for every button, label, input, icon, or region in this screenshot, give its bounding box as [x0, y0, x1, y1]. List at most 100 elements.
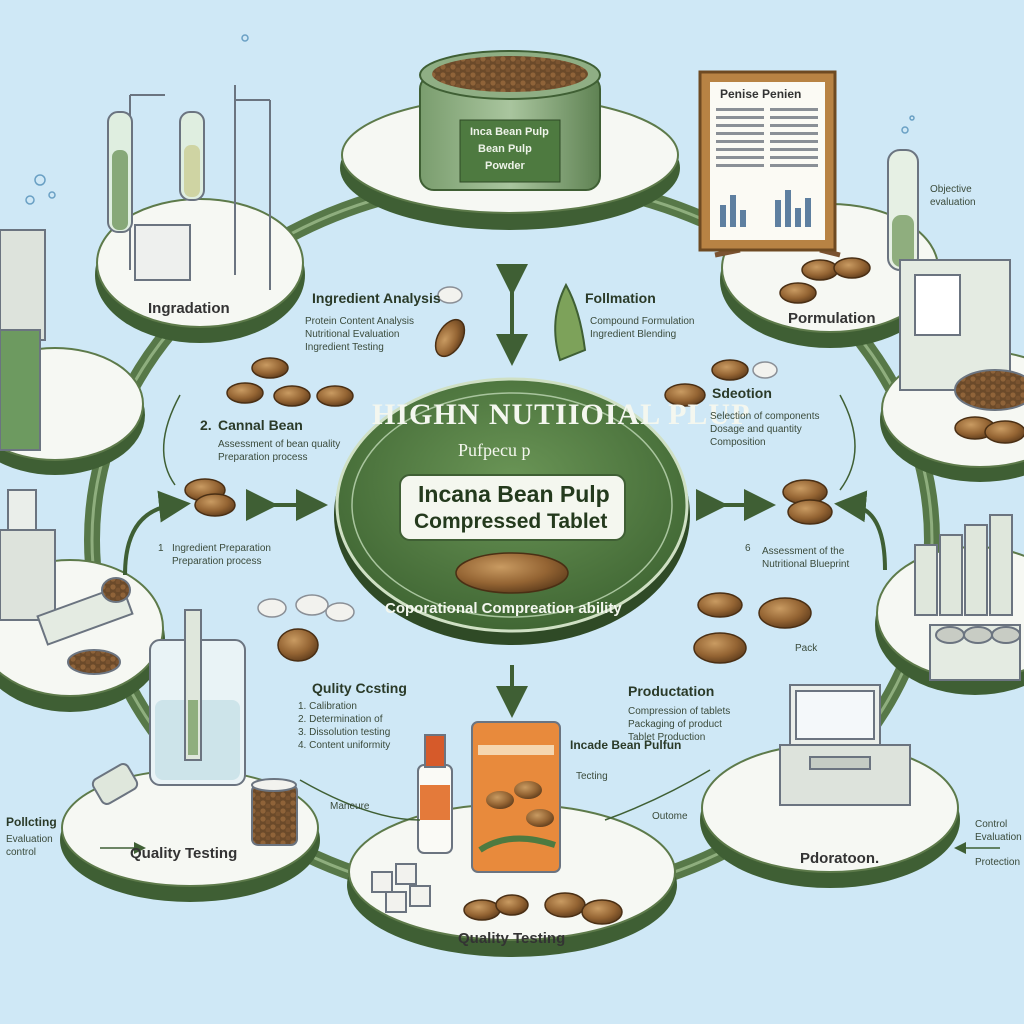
section-title-canned: Cannal Bean [218, 417, 303, 433]
section-number-canned: 2. [200, 417, 212, 433]
tablet [273, 385, 311, 407]
product-subtitle: Tecting [576, 771, 608, 782]
section-note: Assessment of the [762, 546, 845, 557]
section-note: Assessment of bean quality [218, 439, 341, 450]
stage-label-bottom-left: Quality Testing [130, 845, 238, 862]
section-note: 4. Content uniformity [298, 740, 391, 751]
tablets [184, 257, 1024, 925]
tablet [251, 357, 289, 379]
flow-arrows [100, 264, 1000, 854]
tablet [697, 592, 743, 618]
arrow-label-right: Outome [652, 811, 688, 822]
report-poster [698, 70, 841, 258]
jar-label-line1: Inca Bean Pulp [470, 126, 549, 138]
center-curve-label: Coporational Compreation ability [385, 600, 622, 617]
stage-label-bottom-right: Pdoratoon. [800, 850, 880, 867]
center-title-line1: Incana Bean Pulp [418, 481, 610, 507]
section-note: Nutritional Evaluation [305, 329, 400, 340]
section-title-formulation: Follmation [585, 290, 656, 306]
far-right-note: Control [975, 819, 1008, 830]
tablet [581, 899, 623, 925]
lab-apparatus [107, 85, 271, 290]
tablet [984, 420, 1024, 444]
bubbles [25, 34, 915, 205]
jar-label-line2: Bean Pulp [478, 143, 532, 155]
dissolution-tank [91, 609, 246, 805]
center-disc [334, 377, 690, 645]
section-note: Packaging of product [628, 719, 722, 730]
glass-cylinder [887, 149, 919, 271]
tablet [277, 628, 319, 662]
section-note: Protein Content Analysis [305, 316, 414, 327]
section-note: Ingredient Preparation [172, 543, 271, 554]
center-header: HIGHN NUTIIOIAL PLUP [372, 398, 751, 431]
section-number-left: 1 [158, 543, 164, 554]
section-title-production: Productation [628, 683, 715, 699]
section-note: Compression of tablets [628, 706, 731, 717]
section-title-quality: Qulity Ccsting [312, 680, 407, 696]
center-subheader: Pufpecu p [458, 440, 531, 460]
center-title-line2: Compressed Tablet [414, 510, 608, 533]
pack-label: Pack [795, 643, 818, 654]
section-note: Preparation process [172, 556, 262, 567]
section-note: Tablet Production [628, 732, 706, 743]
far-right-note: Evaluation [975, 832, 1022, 843]
tablet [316, 385, 354, 407]
section-title-selection: Sdeotion [712, 385, 772, 401]
tablet [544, 892, 586, 918]
product-title: Incade Bean Pulfun [570, 738, 682, 752]
section-number-right: 6 [745, 543, 751, 554]
tablet [463, 899, 501, 921]
chamber-label: Objective [930, 184, 972, 195]
tablet [664, 383, 706, 407]
section-note: Nutritional Blueprint [762, 559, 850, 570]
section-note: Preparation process [218, 452, 308, 463]
computer-workstation [779, 684, 911, 806]
far-right-note: Protection [975, 857, 1021, 868]
product-bottle [417, 734, 453, 854]
poster-title: Penise Penien [720, 87, 802, 101]
sugar-cubes [371, 863, 431, 913]
product-pouch [471, 721, 561, 873]
tablet [779, 282, 817, 304]
section-note: 3. Dissolution testing [298, 727, 391, 738]
tablet [758, 597, 812, 629]
tablet [787, 499, 833, 525]
stage-label-top-left: Ingradation [148, 300, 230, 317]
section-note: Selection of components [710, 411, 820, 422]
section-note: Compound Formulation [590, 316, 695, 327]
pea-pod-icon [554, 282, 587, 362]
bean-bowl [67, 577, 131, 675]
section-note: Ingredient Testing [305, 342, 384, 353]
white-tablets [257, 286, 778, 622]
tablet [194, 493, 236, 517]
tablet [495, 894, 529, 916]
jar-label-line3: Powder [485, 160, 525, 172]
vials-rack [914, 514, 1013, 616]
arrow-label-left: Maneure [330, 801, 370, 812]
pulp-jar [419, 50, 601, 191]
section-note: Ingredient Blending [590, 329, 677, 340]
stage-label-bottom-center: Quality Testing [458, 930, 566, 947]
section-note: Composition [710, 437, 766, 448]
section-note: Dosage and quantity [710, 424, 802, 435]
tablet [434, 318, 466, 358]
center-tablet [455, 552, 569, 594]
tablet [833, 257, 871, 279]
tablet [711, 359, 749, 381]
tablet-tray [929, 624, 1021, 681]
lab-machine-left [0, 229, 46, 451]
stage-label-top-right: Pormulation [788, 310, 876, 327]
far-left-title: Pollcting [6, 815, 57, 829]
tablet [226, 382, 264, 404]
bean-container [251, 778, 298, 846]
section-note: 1. Calibration [298, 701, 357, 712]
section-note: 2. Determination of [298, 714, 383, 725]
mixer-machine [899, 259, 1024, 411]
chamber-label: evaluation [930, 197, 976, 208]
far-left-note: control [6, 847, 37, 858]
far-left-note: Evaluation [6, 834, 53, 845]
section-title-ingredient: Ingredient Analysis [312, 290, 441, 306]
tablet [693, 632, 747, 664]
